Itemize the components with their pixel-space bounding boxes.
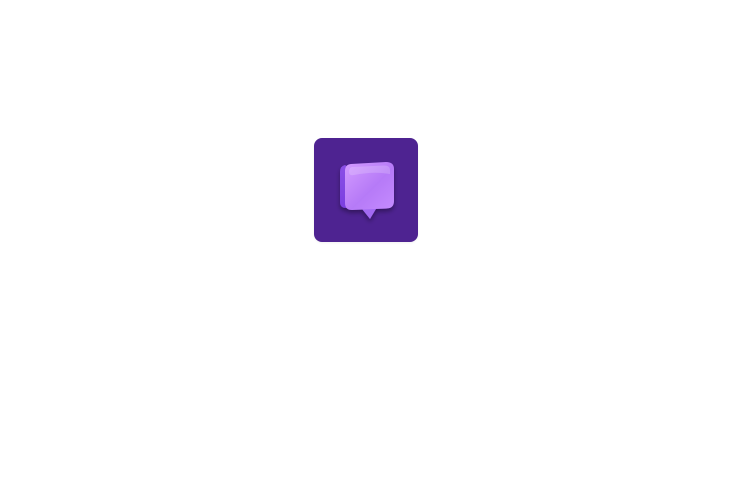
app-icon-tile[interactable] (314, 138, 418, 242)
chat-bubble-icon (314, 138, 418, 242)
